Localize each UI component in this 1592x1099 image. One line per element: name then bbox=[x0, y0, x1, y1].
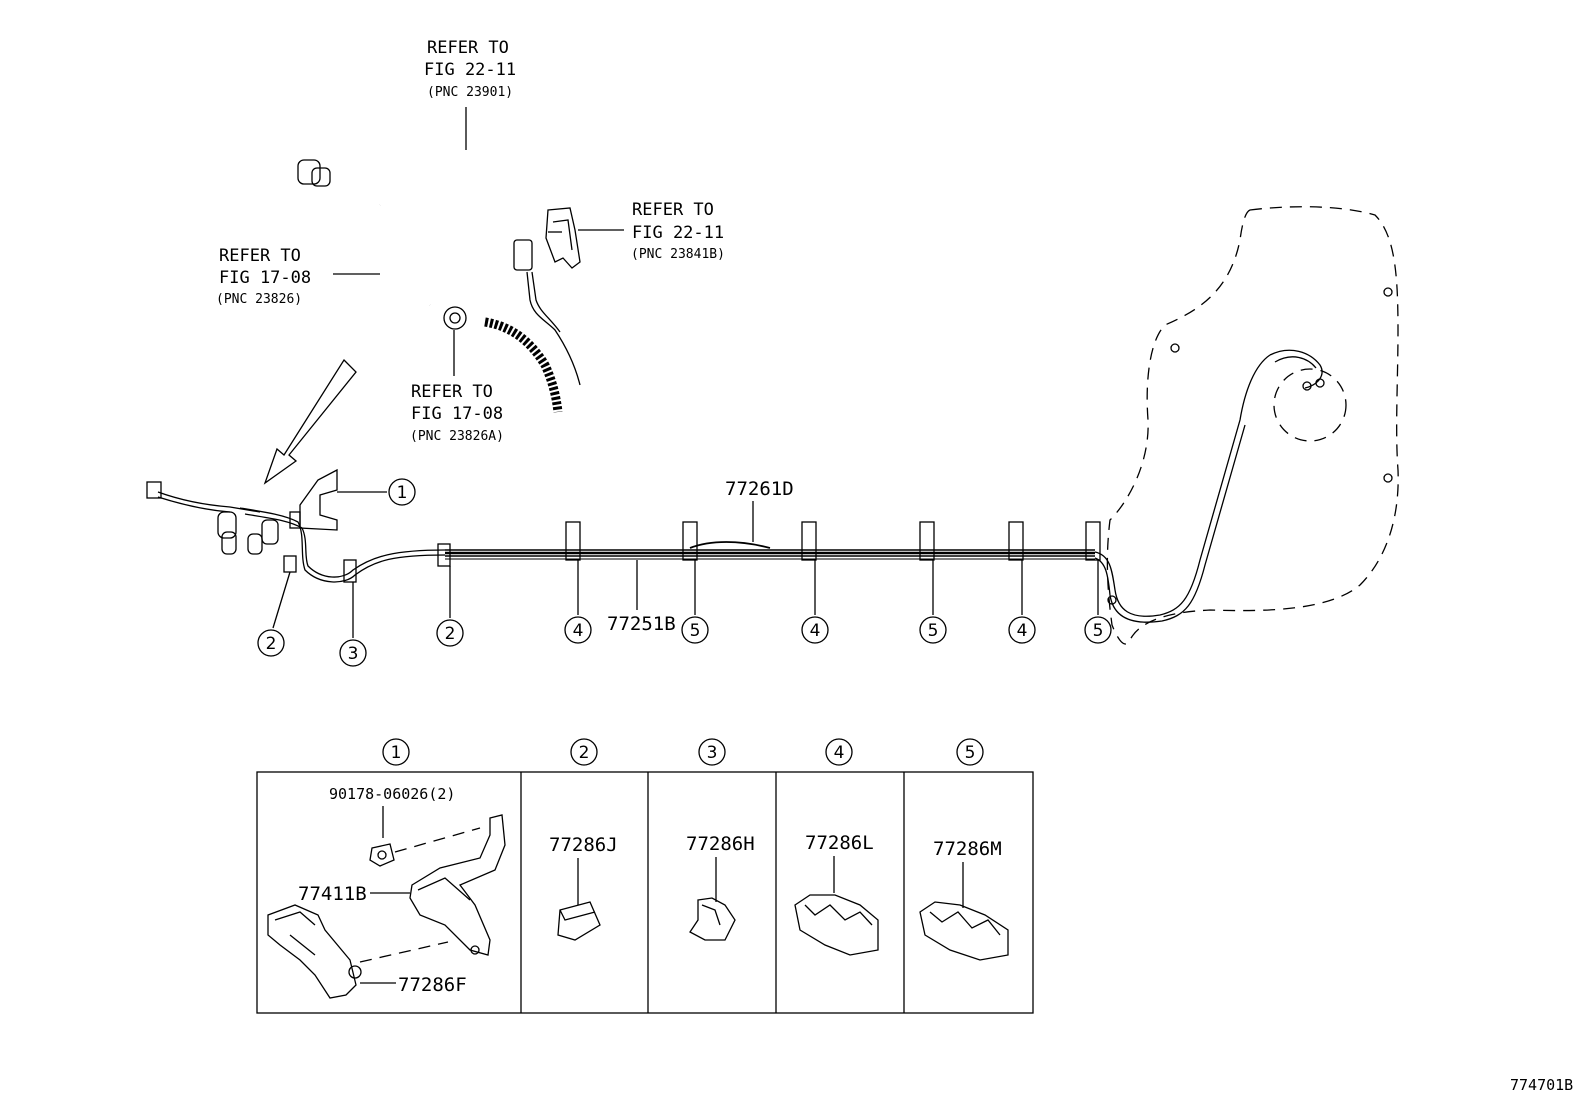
circle-marker-label: 5 bbox=[928, 621, 939, 641]
circle-marker-label: 1 bbox=[397, 483, 408, 503]
detail-panel-grid bbox=[256, 771, 1034, 1014]
detail-panel-3: 3 77286H bbox=[686, 738, 755, 941]
callout-middle-line1: REFER TO bbox=[411, 382, 493, 402]
detail-panel-1: 1 90178-06026(2) 77411B 77286F bbox=[267, 738, 506, 999]
panel-number: 5 bbox=[965, 743, 976, 763]
circle-marker bbox=[1084, 616, 1112, 644]
panel-number: 1 bbox=[391, 743, 402, 763]
circle-marker bbox=[388, 478, 416, 506]
panel-number: 2 bbox=[579, 743, 590, 763]
panel-number-circle bbox=[825, 738, 853, 766]
callout-top-line2: FIG 22-11 bbox=[424, 60, 516, 80]
circle-marker-label: 5 bbox=[690, 621, 701, 641]
callout-right-line1: REFER TO bbox=[632, 200, 714, 220]
panel-number-circle bbox=[698, 738, 726, 766]
direction-arrow bbox=[263, 358, 357, 485]
part-label-clamp-h: 77286H bbox=[686, 833, 755, 855]
clip-illustration bbox=[545, 207, 581, 269]
circle-marker-label: 2 bbox=[445, 624, 456, 644]
callout-middle-line2: FIG 17-08 bbox=[411, 404, 503, 424]
panel-number-circle bbox=[570, 738, 598, 766]
circle-marker bbox=[1008, 616, 1036, 644]
marker-group: 1 2 3 2 4 5 4 5 4 5 bbox=[257, 478, 1112, 667]
part-label-nut: 90178-06026(2) bbox=[329, 785, 455, 803]
circle-marker-label: 5 bbox=[1093, 621, 1104, 641]
circle-marker-label: 3 bbox=[348, 644, 359, 664]
panel-number: 4 bbox=[834, 743, 845, 763]
part-label-upper-tube: 77261D bbox=[725, 478, 794, 500]
part-label-clamp-f: 77286F bbox=[398, 974, 467, 996]
circle-marker-label: 4 bbox=[810, 621, 821, 641]
callout-top-line1: REFER TO bbox=[427, 38, 509, 58]
circle-marker bbox=[919, 616, 947, 644]
circle-marker-label: 4 bbox=[1017, 621, 1028, 641]
callout-right-line2: FIG 22-11 bbox=[632, 223, 724, 243]
callout-middle-pnc: (PNC 23826A) bbox=[410, 429, 504, 444]
hose-clamp-illustration bbox=[443, 306, 563, 413]
part-label-bracket: 77411B bbox=[298, 883, 367, 905]
callout-left-line2: FIG 17-08 bbox=[219, 268, 311, 288]
panel-number-circle bbox=[956, 738, 984, 766]
circle-marker bbox=[257, 629, 285, 657]
fuel-hose-illustration bbox=[375, 194, 435, 314]
part-label-lower-tube: 77251B bbox=[607, 613, 676, 635]
figure-id: 774701B bbox=[1510, 1076, 1573, 1094]
vapor-hose-illustration bbox=[297, 122, 581, 386]
detail-panel-5: 5 77286M bbox=[919, 738, 1009, 961]
fuel-line-assembly bbox=[146, 354, 1271, 623]
panel-number-circle bbox=[382, 738, 410, 766]
part-label-clamp-j: 77286J bbox=[549, 834, 618, 856]
circle-marker bbox=[681, 616, 709, 644]
callout-right-pnc: (PNC 23841B) bbox=[631, 247, 725, 262]
circle-marker bbox=[339, 639, 367, 667]
part-label-clamp-l: 77286L bbox=[805, 832, 874, 854]
fuel-tank-outline bbox=[1106, 206, 1399, 645]
circle-marker-label: 2 bbox=[266, 634, 277, 654]
callout-top-pnc: (PNC 23901) bbox=[427, 85, 513, 100]
panel-number: 3 bbox=[707, 743, 718, 763]
callout-left-line1: REFER TO bbox=[219, 246, 301, 266]
circle-marker-label: 4 bbox=[573, 621, 584, 641]
circle-marker bbox=[801, 616, 829, 644]
part-label-clamp-m: 77286M bbox=[933, 838, 1002, 860]
callout-left-pnc: (PNC 23826) bbox=[216, 292, 302, 307]
circle-marker bbox=[436, 619, 464, 647]
circle-marker bbox=[564, 616, 592, 644]
detail-panel-4: 4 77286L bbox=[794, 738, 879, 956]
detail-panel-2: 2 77286J bbox=[549, 738, 618, 941]
